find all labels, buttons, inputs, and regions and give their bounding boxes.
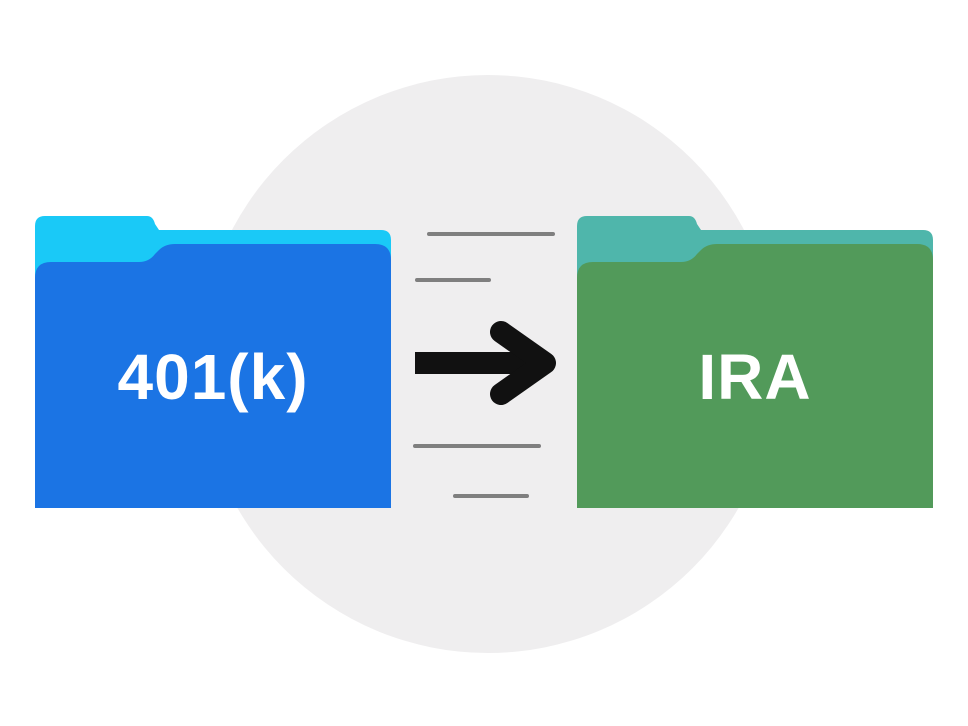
transfer-graphic (413, 232, 556, 498)
source-folder-label: 401(k) (117, 341, 309, 413)
destination-folder-label: IRA (698, 341, 812, 413)
folder-icon (577, 216, 933, 508)
folder-front (577, 244, 933, 508)
source-folder: 401(k) (35, 216, 391, 508)
destination-folder: IRA (577, 216, 933, 508)
transfer-flow (405, 222, 570, 512)
folder-front (35, 244, 391, 508)
folder-icon (35, 216, 391, 508)
arrow-right-icon (415, 321, 556, 405)
